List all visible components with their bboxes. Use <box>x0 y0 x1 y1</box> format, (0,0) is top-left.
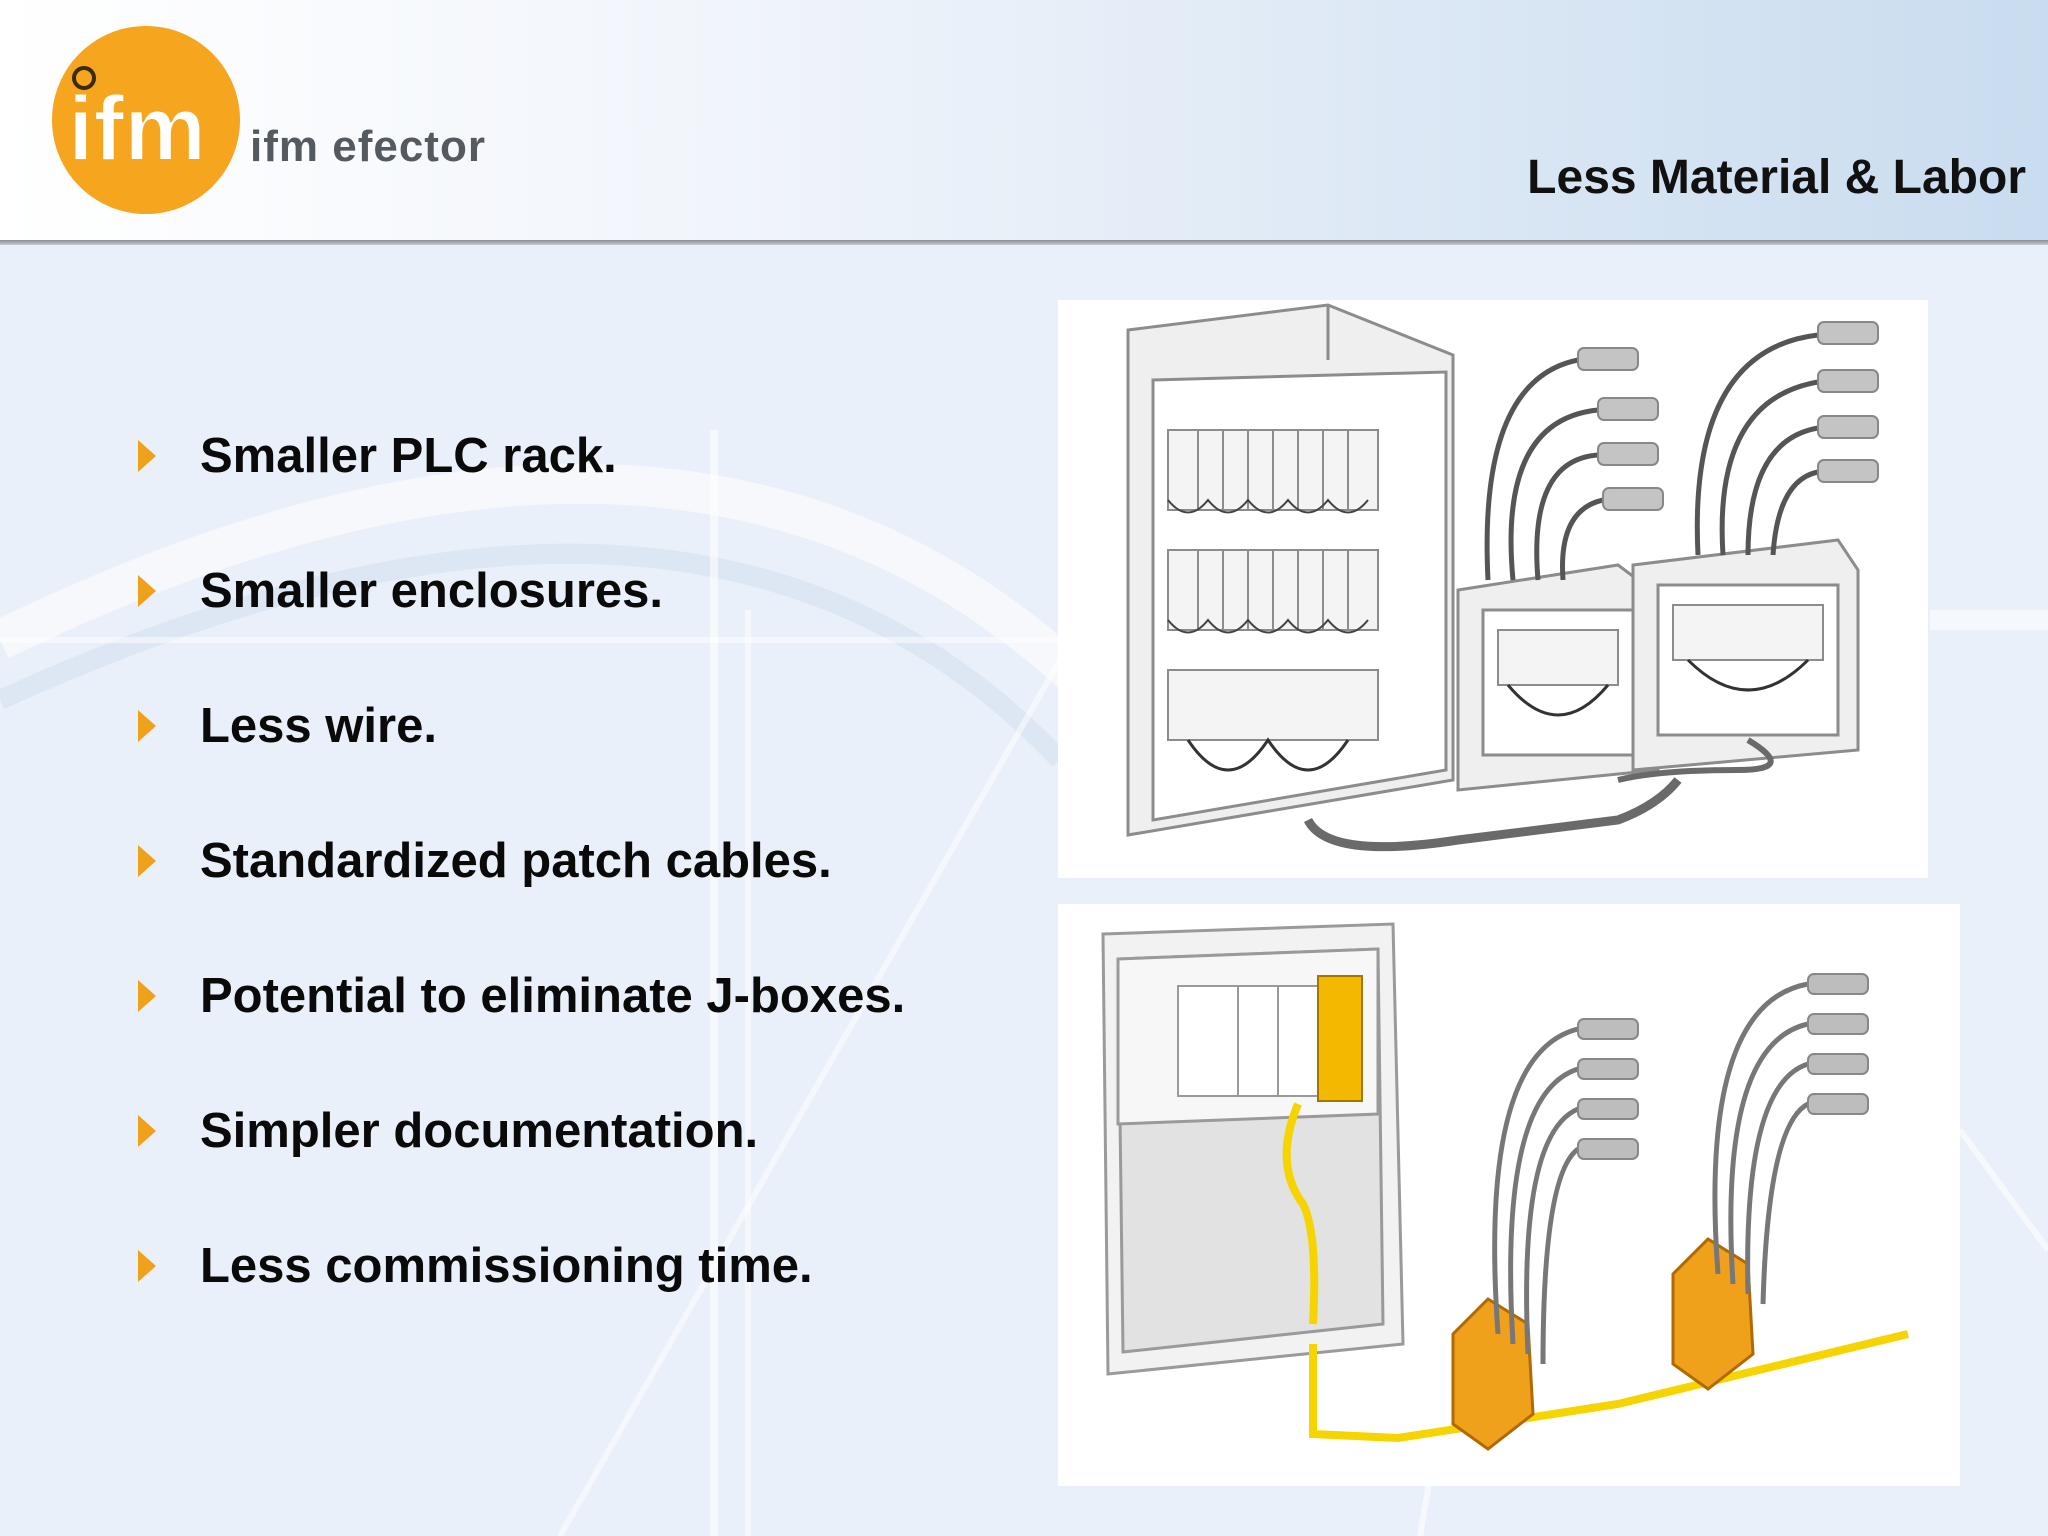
list-item: Smaller PLC rack. <box>138 420 905 555</box>
header-divider <box>0 240 2048 245</box>
bullet-arrow-icon <box>138 980 156 1012</box>
junction-box <box>1456 563 1660 792</box>
bullet-arrow-icon <box>138 1250 156 1282</box>
junction-box <box>1631 538 1860 772</box>
list-item: Standardized patch cables. <box>138 825 905 960</box>
bullet-arrow-icon <box>138 845 156 877</box>
brand-name: ifm efector <box>250 122 486 171</box>
bullet-arrow-icon <box>138 575 156 607</box>
conventional-wiring-illustration <box>1058 300 1928 878</box>
fieldbus-wiring-illustration <box>1058 904 1960 1486</box>
connector-plugs <box>1577 973 1869 1160</box>
plc-rack <box>1167 429 1379 772</box>
list-item: Potential to eliminate J-boxes. <box>138 960 905 1095</box>
benefits-list: Smaller PLC rack. Smaller enclosures. Le… <box>138 420 905 1365</box>
list-item-text: Standardized patch cables. <box>200 834 832 888</box>
list-item-text: Simpler documentation. <box>200 1104 759 1158</box>
io-module <box>1451 1237 1755 1451</box>
list-item: Smaller enclosures. <box>138 555 905 690</box>
list-item-text: Less wire. <box>200 699 437 753</box>
sensor-cables <box>1492 981 1810 1365</box>
list-item-text: Smaller enclosures. <box>200 564 664 618</box>
slide-title: Less Material & Labor <box>1527 151 2026 204</box>
connector-plugs <box>1577 321 1879 511</box>
list-item: Less wire. <box>138 690 905 825</box>
list-item: Less commissioning time. <box>138 1230 905 1365</box>
list-item-text: Less commissioning time. <box>200 1239 813 1293</box>
logo-lettering: ifm <box>68 78 206 180</box>
bullet-arrow-icon <box>138 710 156 742</box>
control-cabinet <box>1101 922 1405 1376</box>
list-item: Simpler documentation. <box>138 1095 905 1230</box>
list-item-text: Smaller PLC rack. <box>200 429 617 483</box>
bullet-arrow-icon <box>138 440 156 472</box>
bullet-arrow-icon <box>138 1115 156 1147</box>
list-item-text: Potential to eliminate J-boxes. <box>200 969 906 1023</box>
ifm-logo-icon: ifm <box>52 26 240 214</box>
sensor-cables <box>1303 332 1819 852</box>
slide-header <box>0 0 2048 242</box>
